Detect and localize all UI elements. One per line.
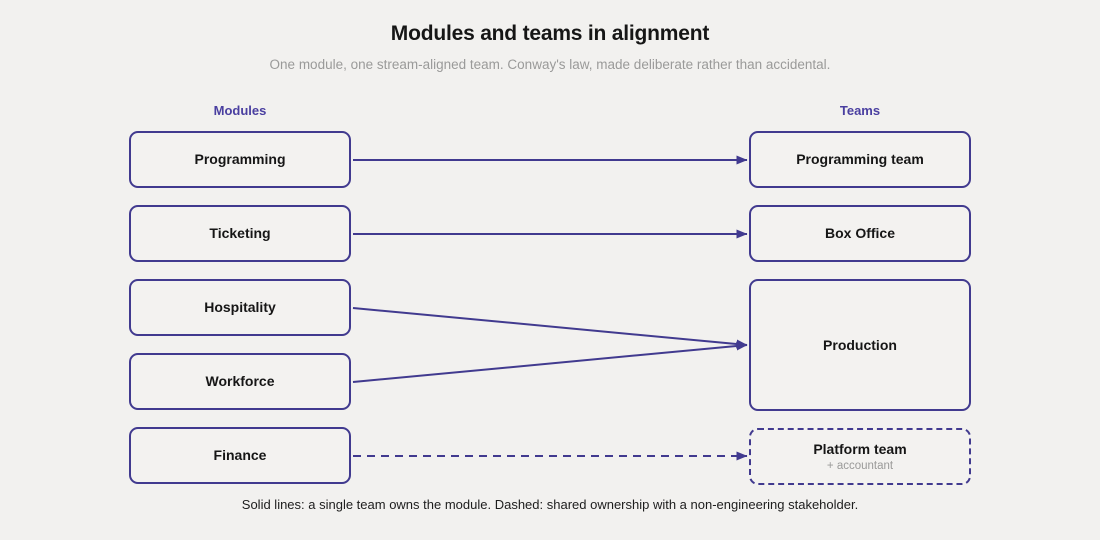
team-box-production[interactable]: Production xyxy=(749,279,971,411)
module-label: Programming xyxy=(194,151,286,168)
team-box-platform-team[interactable]: Platform team + accountant xyxy=(749,428,971,485)
edge-workforce xyxy=(352,341,748,383)
team-label: Box Office xyxy=(824,225,895,242)
column-header-modules: Modules xyxy=(213,103,267,118)
module-box-workforce[interactable]: Workforce xyxy=(129,353,351,410)
module-box-hospitality[interactable]: Hospitality xyxy=(129,279,351,336)
module-box-finance[interactable]: Finance xyxy=(129,427,351,484)
team-label: Production xyxy=(823,336,897,353)
team-sublabel: + accountant xyxy=(826,460,894,473)
team-label: Programming team xyxy=(796,151,924,168)
edge-hospitality xyxy=(352,307,748,349)
module-label: Finance xyxy=(213,447,267,464)
column-header-teams: Teams xyxy=(839,103,881,118)
team-label: Platform team xyxy=(813,440,907,457)
team-box-programming-team[interactable]: Programming team xyxy=(749,131,971,188)
module-box-ticketing[interactable]: Ticketing xyxy=(129,205,351,262)
team-box-box-office[interactable]: Box Office xyxy=(749,205,971,262)
page-title: Modules and teams in alignment xyxy=(390,22,710,45)
module-label: Ticketing xyxy=(209,225,271,242)
module-box-programming[interactable]: Programming xyxy=(129,131,351,188)
module-label: Workforce xyxy=(205,373,275,390)
page-subtitle: One module, one stream-aligned team. Con… xyxy=(269,57,831,72)
module-label: Hospitality xyxy=(204,299,276,316)
legend-caption: Solid lines: a single team owns the modu… xyxy=(241,497,859,512)
